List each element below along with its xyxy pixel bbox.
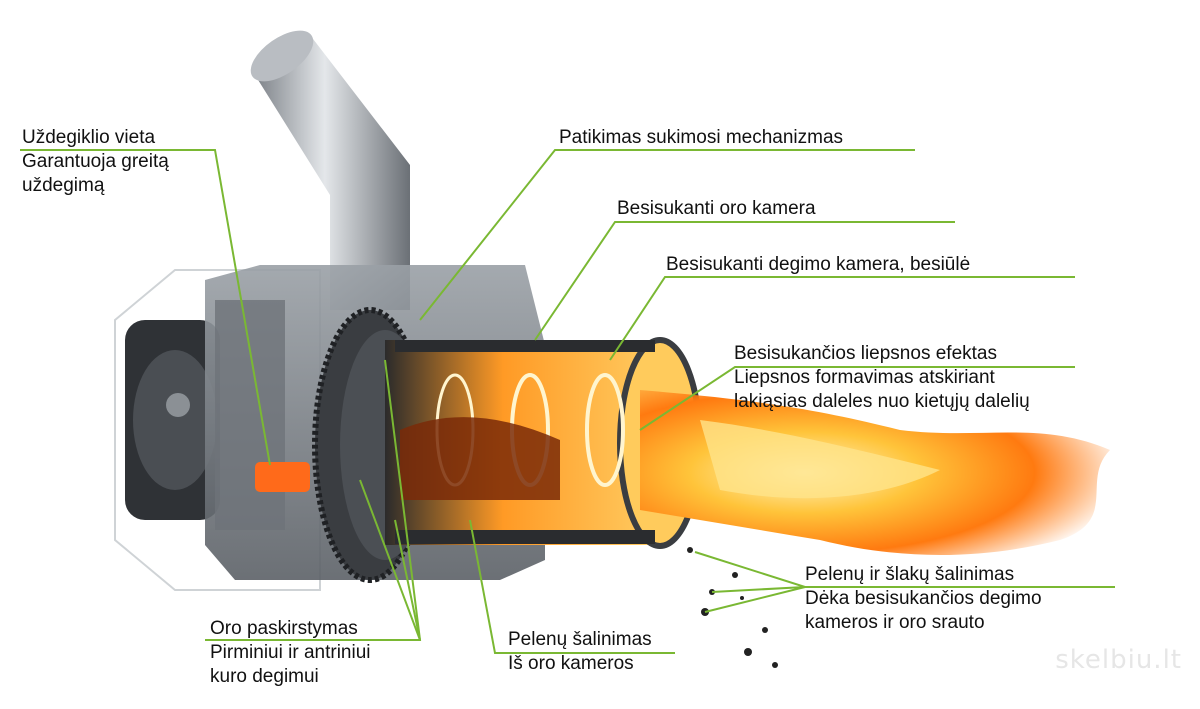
label-air-distribution-title: Oro paskirstymas: [210, 618, 358, 639]
label-ash-removal-air-title: Pelenų šalinimas: [508, 629, 652, 650]
label-ash-removal-air: Pelenų šalinimas Iš oro kameros: [508, 628, 652, 676]
label-rotation-title: Patikimas sukimosi mechanizmas: [559, 127, 844, 148]
label-rotation: Patikimas sukimosi mechanizmas: [559, 126, 843, 150]
label-ash-removal-rot-desc-2: kameros ir oro srauto: [805, 612, 985, 633]
ash-particles: [687, 547, 778, 668]
label-ash-removal-rot: Pelenų ir šlakų šalinimas Dėka besisukan…: [805, 563, 1042, 635]
leader-igniter: [20, 149, 271, 466]
label-combustion-chamber-title: Besisukanti degimo kamera, besiūlė: [666, 254, 971, 275]
leader-air-dist-3: [359, 479, 421, 641]
label-flame-effect-title: Besisukančios liepsnos efektas: [734, 343, 997, 364]
label-air-distribution-desc-1: Pirminiui ir antriniui: [210, 642, 371, 663]
leader-air-dist-2: [394, 519, 421, 641]
leader-flame: [639, 366, 1075, 431]
label-flame-effect-desc-1: Liepsnos formavimas atskiriant: [734, 367, 995, 388]
leader-ash-rot-2: [711, 586, 806, 593]
housing-outline: [114, 269, 321, 591]
leader-ash-rot-3: [704, 586, 806, 613]
label-air-distribution-desc-2: kuro degimui: [210, 666, 319, 687]
label-air-chamber: Besisukanti oro kamera: [617, 197, 816, 221]
flame: [640, 390, 1110, 555]
label-combustion-chamber: Besisukanti degimo kamera, besiūlė: [666, 253, 970, 277]
label-igniter: Uždegiklio vieta Garantuoja greitą uždeg…: [22, 126, 169, 198]
label-flame-effect: Besisukančios liepsnos efektas Liepsnos …: [734, 342, 1030, 414]
leader-combustion: [609, 276, 1075, 361]
label-ash-removal-rot-title: Pelenų ir šlakų šalinimas: [805, 564, 1015, 585]
label-igniter-title: Uždegiklio vieta: [22, 127, 156, 148]
flue-pipe: [250, 30, 410, 310]
label-ash-removal-rot-desc-1: Dėka besisukančios degimo: [805, 588, 1042, 609]
label-igniter-desc-1: Garantuoja greitą: [22, 151, 169, 172]
label-igniter-desc-2: uždegimą: [22, 175, 105, 196]
label-air-distribution: Oro paskirstymas Pirminiui ir antriniui …: [210, 617, 371, 689]
watermark: skelbiu.lt: [1055, 645, 1182, 675]
leader-ash-air: [469, 519, 675, 654]
leader-air-chamber: [534, 221, 955, 341]
leader-rotation: [419, 149, 915, 321]
label-flame-effect-desc-2: lakiąsias daleles nuo kietųjų dalelių: [734, 391, 1030, 412]
igniter-element: [255, 462, 310, 492]
label-air-chamber-title: Besisukanti oro kamera: [617, 198, 816, 219]
label-ash-removal-air-desc-1: Iš oro kameros: [508, 653, 634, 674]
leader-lines: [20, 149, 1115, 654]
motor: [125, 320, 220, 520]
